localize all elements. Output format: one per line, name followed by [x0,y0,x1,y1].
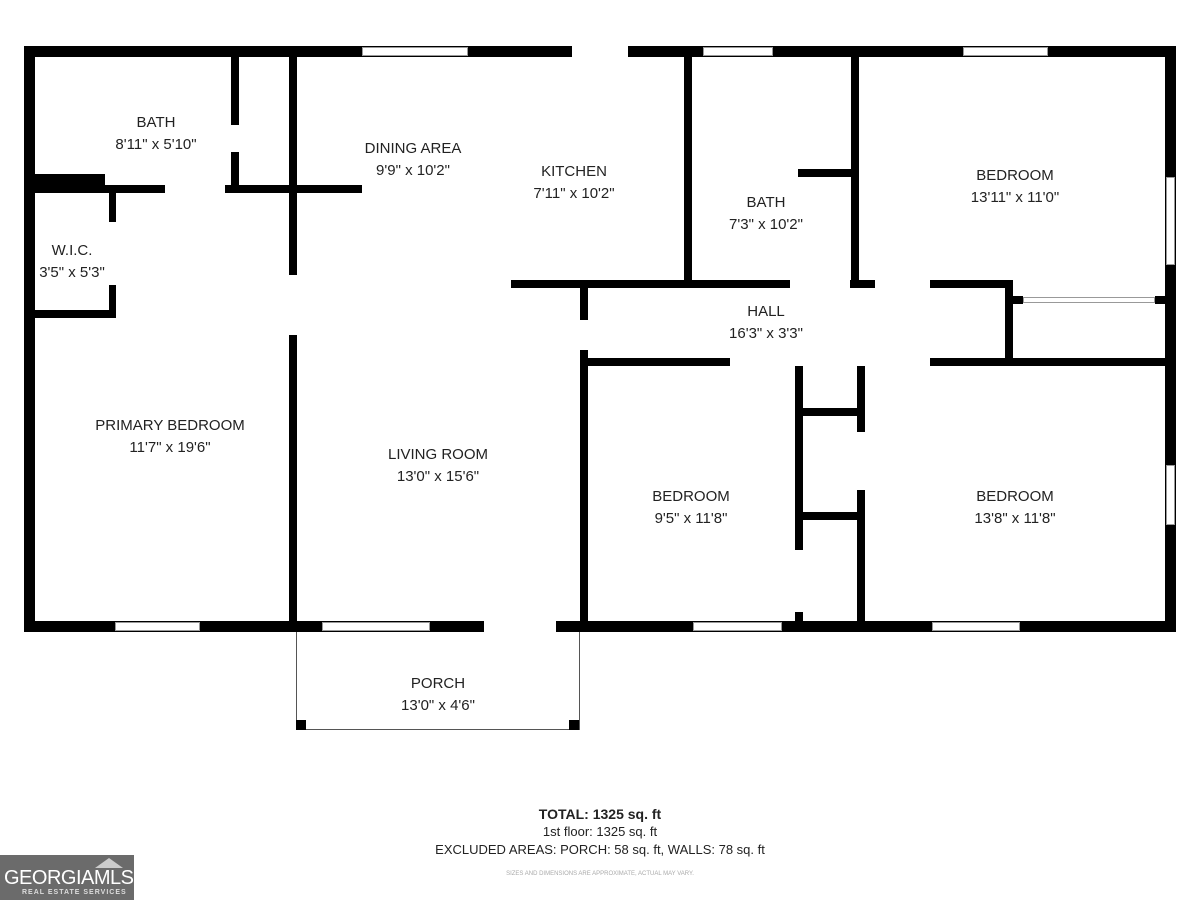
entry-door [484,621,556,632]
wall [511,280,790,288]
wall [1013,296,1023,304]
wall [35,310,116,318]
wall [580,350,588,625]
room-label-porch: PORCH 13'0" x 4'6" [401,673,475,717]
wall [850,280,875,288]
wall [580,288,588,320]
room-label-bedroom-se: BEDROOM 13'8" x 11'8" [974,486,1055,530]
wall [857,366,865,432]
window [1166,177,1175,265]
wall [289,335,297,625]
wall [580,358,730,366]
room-label-living-room: LIVING ROOM 13'0" x 15'6" [388,444,488,488]
room-name: LIVING ROOM [387,446,489,463]
porch-edge [296,729,580,730]
wall [231,57,239,125]
room-dims: 7'3" x 10'2" [729,216,803,233]
room-dims: 11'7" x 19'6" [129,439,211,456]
room-name: W.I.C. [51,242,93,259]
porch-edge [296,632,297,730]
excluded-areas: EXCLUDED AREAS: PORCH: 58 sq. ft, WALLS:… [435,842,765,857]
room-dims: 3'5" x 5'3" [39,264,105,281]
window [693,622,782,631]
wall [35,174,105,193]
room-label-bedroom-sw: BEDROOM 9'5" x 11'8" [652,486,730,530]
room-name: PORCH [410,675,466,692]
wall [1165,46,1176,632]
room-name: BATH [746,194,786,211]
wall [795,612,803,622]
room-dims: 13'11" x 11'0" [970,189,1060,206]
wall [225,185,362,193]
room-label-bath-1: BATH 8'11" x 5'10" [115,112,196,156]
wall [109,193,116,222]
room-label-bath-2: BATH 7'3" x 10'2" [729,192,803,236]
porch-post [569,720,579,730]
window [115,622,200,631]
closet-door [1023,297,1155,303]
window [1166,465,1175,525]
wall [1005,282,1013,362]
total-area: TOTAL: 1325 sq. ft [538,806,662,822]
wall [930,358,1165,366]
wall [857,490,865,625]
porch-edge [579,632,580,730]
room-dims: 13'0" x 15'6" [396,468,480,485]
wall [798,169,855,177]
room-dims: 16'3" x 3'3" [729,325,803,342]
room-dims: 8'11" x 5'10" [115,136,197,153]
wall [930,280,1013,288]
room-label-primary-bedroom: PRIMARY BEDROOM 11'7" x 19'6" [95,415,244,459]
disclaimer: SIZES AND DIMENSIONS ARE APPROXIMATE, AC… [506,871,694,877]
porch-post [296,720,306,730]
room-label-dining: DINING AREA 9'9" x 10'2" [365,138,462,182]
window [322,622,430,631]
wall [231,152,239,190]
window [362,47,468,56]
room-dims: 9'5" x 11'8" [654,510,728,527]
room-name: BEDROOM [652,488,730,505]
room-name: BATH [136,114,176,131]
room-label-wic: W.I.C. 3'5" x 5'3" [39,240,105,284]
roof-icon [95,858,123,868]
room-dims: 13'8" x 11'8" [974,510,1056,527]
room-label-hall: HALL 16'3" x 3'3" [729,301,803,345]
floor-area: 1st floor: 1325 sq. ft [542,824,658,839]
wall [795,366,803,550]
logo-tagline: REAL ESTATE SERVICES [22,889,127,896]
wall [1155,296,1165,304]
wall [684,57,692,285]
wall [289,57,297,275]
window [703,47,773,56]
window [963,47,1048,56]
room-dims: 13'0" x 4'6" [401,697,475,714]
wall [109,285,116,318]
room-dims: 7'11" x 10'2" [533,185,615,202]
room-label-kitchen: KITCHEN 7'11" x 10'2" [533,161,614,205]
wall [803,408,857,416]
georgia-mls-logo: GEORGIAMLS REAL ESTATE SERVICES [0,855,134,900]
room-label-bedroom-ne: BEDROOM 13'11" x 11'0" [971,165,1059,209]
room-name: BEDROOM [976,167,1054,184]
room-name: DINING AREA [364,140,462,157]
room-name: HALL [747,303,785,320]
room-name: PRIMARY BEDROOM [95,417,245,434]
wall [851,57,859,285]
wall [24,46,35,632]
opening [572,46,628,57]
room-dims: 9'9" x 10'2" [376,162,450,179]
logo-name: GEORGIAMLS [4,867,134,889]
wall [803,512,857,520]
room-name: KITCHEN [541,163,607,180]
wall [24,621,1176,632]
window [932,622,1020,631]
room-name: BEDROOM [976,488,1054,505]
